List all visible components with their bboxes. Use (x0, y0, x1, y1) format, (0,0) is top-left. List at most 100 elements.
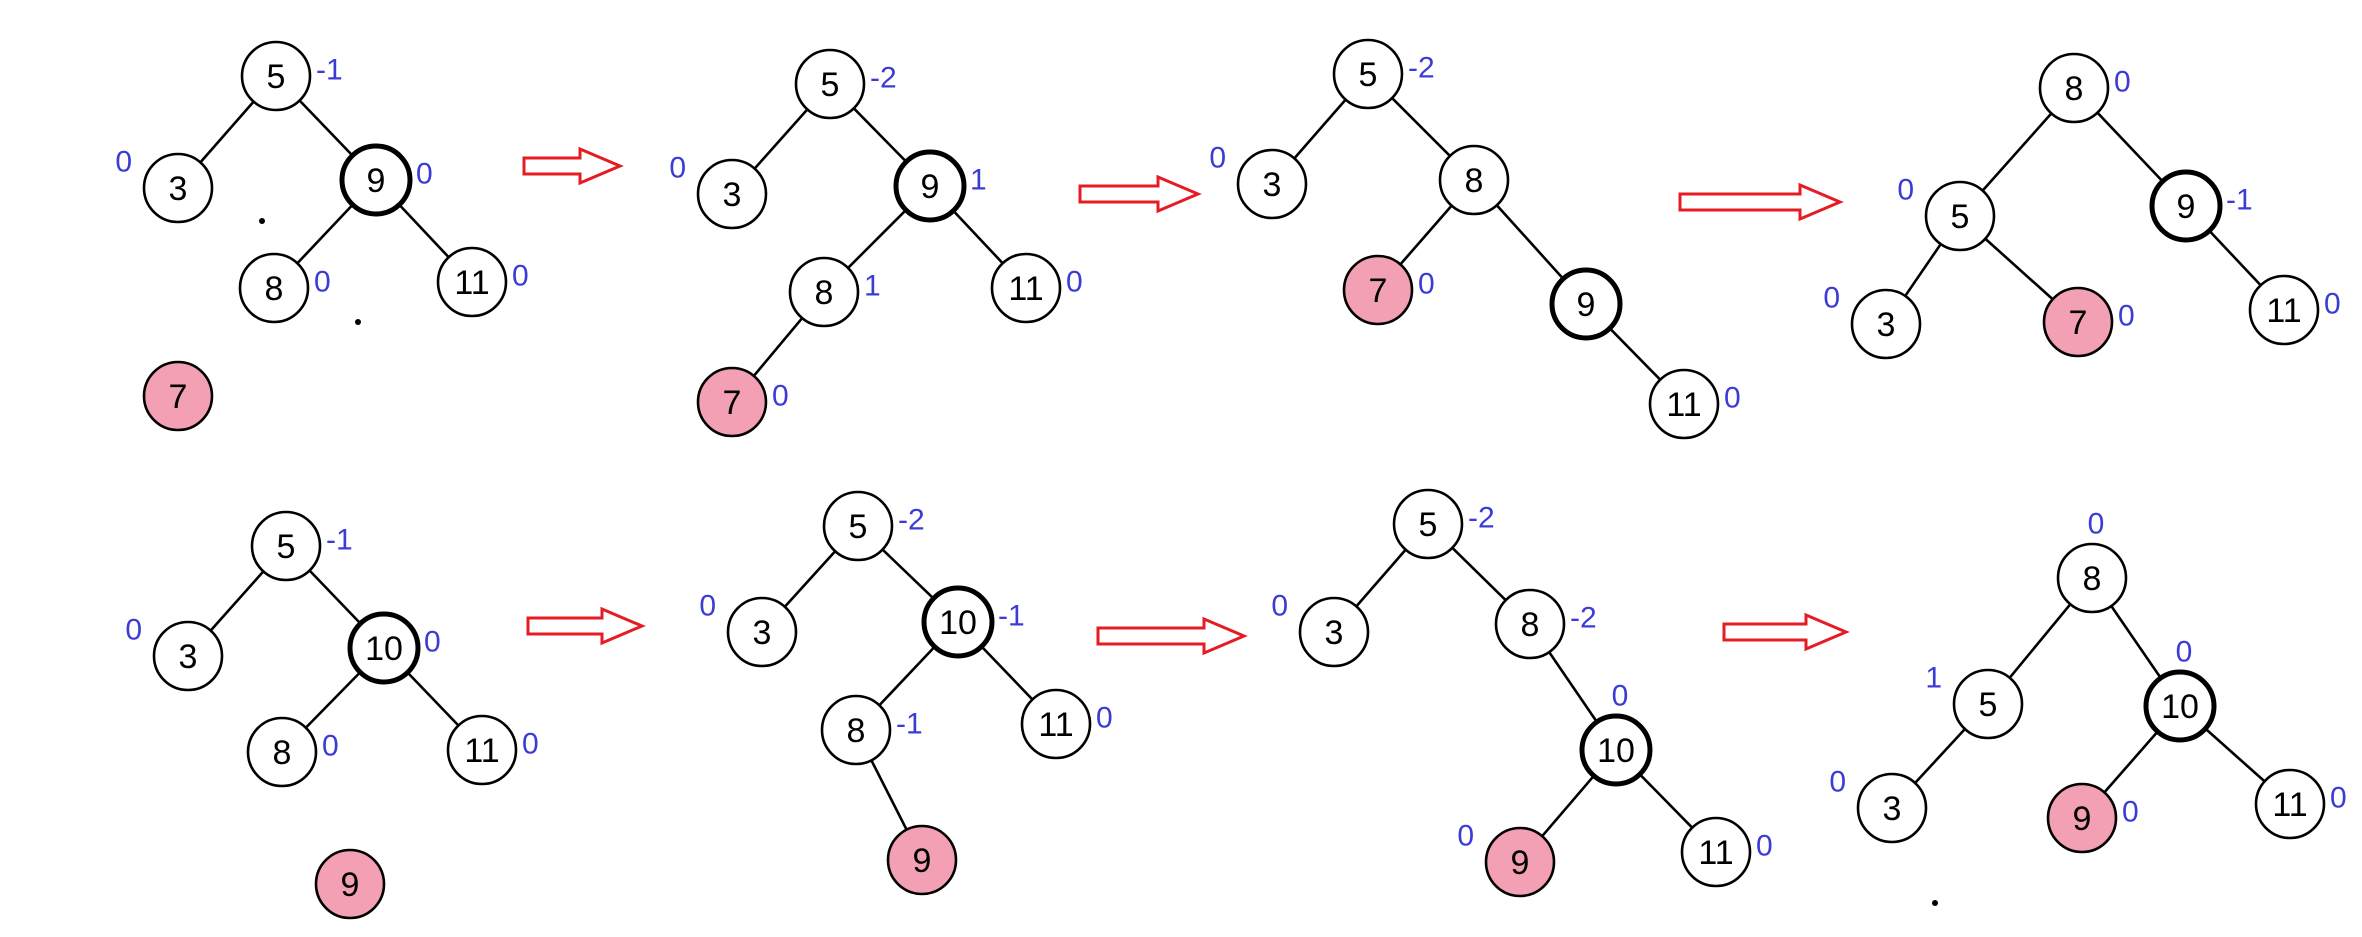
node-key: 11 (454, 264, 489, 302)
tree-node-r0-s0-n9: 9 (339, 143, 413, 217)
balance-factor-r1-s1-n8: -1 (896, 708, 923, 741)
balance-factor-r1-s3-n8: 0 (2088, 508, 2105, 541)
tree-node-r0-s1-n7: 7 (696, 366, 768, 438)
balance-factor-r0-s1-n3: 0 (669, 152, 686, 185)
node-circle (446, 714, 518, 786)
node-circle (2248, 274, 2320, 346)
edges-layer (199, 97, 2266, 838)
node-key: 3 (169, 170, 188, 208)
node-key: 5 (1359, 56, 1378, 94)
tree-node-r1-s3-n3: 3 (1856, 772, 1928, 844)
node-circle (1850, 288, 1922, 360)
node-circle (696, 158, 768, 230)
tree-node-r1-s2-n10: 10 (1579, 713, 1653, 787)
tree-node-r0-s3-n5: 5 (1924, 180, 1996, 252)
tree-node-r1-s2-n3: 3 (1298, 596, 1370, 668)
stray-dots (259, 218, 1938, 906)
edge-r1-s0-n5-n3 (209, 570, 265, 632)
node-key: 5 (821, 66, 840, 104)
tree-node-r0-s2-n7: 7 (1342, 254, 1414, 326)
node-circle (1236, 148, 1308, 220)
node-key: 11 (2266, 292, 2301, 330)
tree-node-r1-s1-n9: 9 (886, 824, 958, 896)
tree-node-r0-s3-n9: 9 (2149, 169, 2223, 243)
balance-factor-r1-s3-n9: 0 (2122, 796, 2139, 829)
arrows-layer (522, 146, 1850, 656)
node-circle (250, 510, 322, 582)
balance-factor-r0-s1-n7: 0 (772, 380, 789, 413)
balance-factor-r0-s2-n11: 0 (1724, 382, 1741, 415)
balance-factor-r1-s1-n3: 0 (699, 590, 716, 623)
edge-r1-s0-n10-n8 (304, 671, 362, 729)
node-circle (142, 152, 214, 224)
node-key: 9 (341, 866, 360, 904)
balance-factor-r1-s3-n11: 0 (2330, 782, 2347, 815)
balance-factor-r0-s3-n11: 0 (2324, 288, 2341, 321)
node-key: 10 (1597, 732, 1635, 770)
node-circle (1952, 668, 2024, 740)
transition-arrow-icon-0 (522, 146, 624, 186)
balance-factor-r1-s3-n10: 0 (2176, 636, 2193, 669)
node-circle (339, 143, 413, 217)
node-key: 3 (1877, 306, 1896, 344)
node-key: 5 (267, 58, 286, 96)
edge-r0-s2-n5-n3 (1293, 98, 1347, 160)
balance-factor-r1-s0-n3: 0 (125, 614, 142, 647)
node-key: 9 (2073, 800, 2092, 838)
node-key: 11 (1038, 706, 1073, 744)
node-circle (2149, 169, 2223, 243)
tree-node-r1-s0-n5: 5 (250, 510, 322, 582)
edge-r1-s1-n8-n9 (870, 759, 908, 831)
node-circle (921, 585, 995, 659)
node-circle (990, 252, 1062, 324)
edge-r1-s1-n10-n8 (878, 645, 936, 707)
tree-node-r1-s3-n11: 11 (2254, 768, 2326, 840)
edge-r0-s0-n9-n11 (398, 203, 450, 259)
tree-node-r0-s0-n11: 11 (436, 246, 508, 318)
edge-r0-s1-n9-n11 (952, 209, 1004, 265)
node-circle (152, 620, 224, 692)
tree-node-r0-s1-n9: 9 (893, 149, 967, 223)
node-key: 8 (2065, 70, 2084, 108)
tree-node-r0-s1-n3: 3 (696, 158, 768, 230)
node-key: 8 (1465, 162, 1484, 200)
edge-r0-s2-n8-n7 (1399, 204, 1453, 266)
tree-node-r0-s3-n8: 8 (2038, 52, 2110, 124)
node-circle (1332, 38, 1404, 110)
node-key: 5 (1419, 506, 1438, 544)
balance-factor-r1-s1-n11: 0 (1096, 702, 1113, 735)
tree-node-r1-s3-n10: 10 (2143, 669, 2217, 743)
node-circle (886, 824, 958, 896)
balance-factor-r0-s1-n8: 1 (864, 270, 881, 303)
edge-r1-s3-n8-n5 (2008, 603, 2072, 679)
edge-r0-s1-n5-n3 (753, 108, 809, 170)
tree-node-r1-s1-n10: 10 (921, 585, 995, 659)
balance-factor-r0-s2-n7: 0 (1418, 268, 1435, 301)
transition-arrow-icon-1 (1078, 174, 1202, 214)
tree-node-r0-s0-n8: 8 (238, 252, 310, 324)
edge-r0-s0-n5-n3 (199, 100, 255, 164)
edge-r1-s0-n10-n11 (406, 671, 460, 727)
node-circle (1438, 144, 1510, 216)
edge-r1-s0-n5-n10 (308, 569, 362, 625)
balance-factor-r1-s2-n8: -2 (1570, 602, 1597, 635)
node-circle (1392, 488, 1464, 560)
node-circle (1298, 596, 1370, 668)
edge-r1-s3-n8-n10 (2110, 605, 2162, 679)
balance-factor-r1-s2-n9: 0 (1457, 820, 1474, 853)
node-key: 9 (913, 842, 932, 880)
transition-arrow-icon-5 (1722, 612, 1850, 652)
tree-node-r1-s3-n9: 9 (2046, 782, 2118, 854)
balance-factor-r1-s0-n10: 0 (424, 626, 441, 659)
node-key: 8 (273, 734, 292, 772)
node-key: 5 (277, 528, 296, 566)
transition-arrow-icon-2 (1678, 182, 1844, 222)
node-key: 5 (1951, 198, 1970, 236)
node-circle (893, 149, 967, 223)
edge-r1-s2-n10-n11 (1638, 773, 1694, 829)
edge-r1-s1-n5-n10 (881, 548, 935, 600)
node-key: 10 (2161, 688, 2199, 726)
tree-node-r0-s3-n3: 3 (1850, 288, 1922, 360)
tree-node-r0-s2-n5: 5 (1332, 38, 1404, 110)
